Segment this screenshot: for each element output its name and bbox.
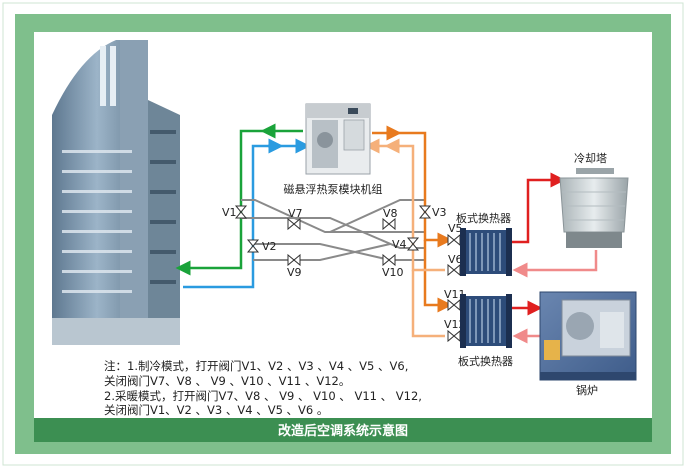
svg-text:V5: V5 [448, 222, 463, 235]
green-border-bottom [15, 442, 671, 454]
note-line-3: 2.采暖模式，打开阀门V7、V8 、 V9 、 V10 、 V11 、 V12, [104, 389, 422, 403]
caption-bar [34, 418, 652, 442]
green-border-top [15, 14, 671, 32]
svg-text:V1: V1 [222, 206, 237, 219]
note-line-4: 关闭阀门V1、V2 、V3 、V4 、V5 、V6 。 [104, 403, 328, 417]
valve-v4[interactable]: V4 [392, 237, 420, 251]
valve-v7[interactable]: V7 [287, 207, 303, 231]
caption-text: 改造后空调系统示意图 [278, 423, 408, 439]
hx-top-label: 板式换热器 [456, 211, 511, 225]
plate-heat-exchanger-bottom [460, 294, 512, 348]
svg-text:V3: V3 [432, 206, 447, 219]
valve-v3[interactable]: V3 [418, 205, 447, 219]
valve-v9[interactable]: V9 [287, 253, 302, 279]
svg-text:V2: V2 [262, 240, 277, 253]
hx-bottom-label: 板式换热器 [458, 354, 513, 368]
cooling-tower-label: 冷却塔 [574, 152, 607, 165]
green-border-left [15, 14, 34, 454]
valve-v8[interactable]: V8 [382, 207, 398, 231]
heat-pump-unit-label: 磁悬浮热泵模块机组 [284, 182, 383, 196]
pipe-pink [512, 250, 598, 278]
boiler [539, 291, 637, 381]
valve-v6[interactable]: V6 [447, 253, 463, 277]
valve-v1[interactable]: V1 [222, 205, 248, 219]
svg-text:V8: V8 [383, 207, 398, 220]
pipe-red [510, 172, 566, 244]
svg-text:V7: V7 [288, 207, 303, 220]
plate-heat-exchanger-top [460, 228, 512, 276]
note-line-2: 关闭阀门V7、V8 、 V9 、V10 、V11 、V12。 [104, 374, 350, 388]
green-border-right [652, 14, 671, 454]
svg-text:V9: V9 [287, 266, 302, 279]
valve-v2[interactable]: V2 [246, 239, 277, 253]
svg-text:V10: V10 [382, 266, 404, 279]
boiler-label: 锅炉 [576, 384, 598, 397]
valve-v10[interactable]: V10 [382, 253, 404, 279]
svg-text:V4: V4 [392, 238, 407, 251]
mode-notes: 注：1.制冷模式，打开阀门V1、V2 、V3 、V4 、V5 、V6, 关闭阀门… [104, 359, 422, 417]
building-image [52, 40, 180, 345]
cooling-tower [559, 168, 629, 248]
svg-text:V6: V6 [448, 253, 463, 266]
heat-pump-unit [305, 103, 371, 175]
note-line-1: 注：1.制冷模式，打开阀门V1、V2 、V3 、V4 、V5 、V6, [104, 359, 408, 373]
